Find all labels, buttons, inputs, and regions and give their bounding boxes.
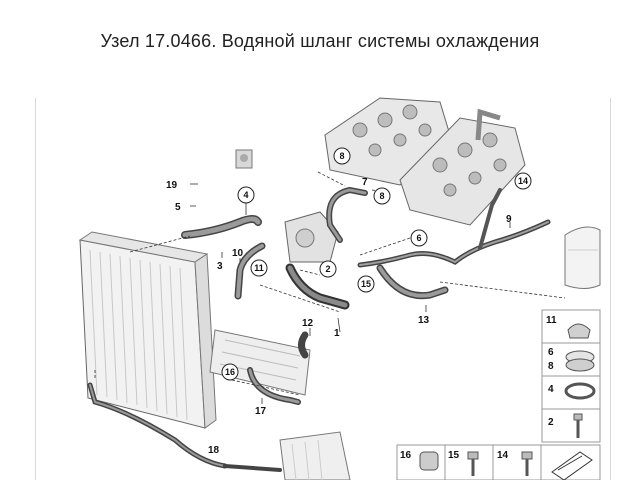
sensor-part xyxy=(235,149,253,169)
svg-text:2: 2 xyxy=(325,264,330,274)
svg-text:6: 6 xyxy=(416,233,421,243)
svg-text:4: 4 xyxy=(243,190,248,200)
circle-label-15: 15 xyxy=(357,275,375,293)
circle-label-2: 2 xyxy=(319,260,337,278)
radiator xyxy=(78,231,217,429)
plain-labels: 19 5 3 10 12 1 17 18 13 9 7 xyxy=(166,177,512,456)
label-3: 3 xyxy=(217,261,223,272)
label-7: 7 xyxy=(362,177,368,188)
legend-num-8: 8 xyxy=(548,361,554,372)
circle-label-8-mid: 8 xyxy=(373,187,391,205)
legend-num-14: 14 xyxy=(497,450,509,461)
leader-lines xyxy=(94,171,566,404)
svg-text:16: 16 xyxy=(225,367,235,377)
svg-text:8: 8 xyxy=(379,191,384,201)
hoses xyxy=(87,186,551,472)
label-1: 1 xyxy=(334,328,340,339)
label-17: 17 xyxy=(255,406,267,417)
svg-text:14: 14 xyxy=(518,176,528,186)
svg-text:8: 8 xyxy=(339,151,344,161)
page-title: Узел 17.0466. Водяной шланг системы охла… xyxy=(100,31,540,51)
circle-label-8-top: 8 xyxy=(333,147,351,165)
circle-label-11: 11 xyxy=(250,259,268,277)
legend-num-11: 11 xyxy=(546,315,557,326)
circle-label-16: 16 xyxy=(221,363,239,381)
legend-panel-bottom: 16 15 14 xyxy=(396,444,601,480)
svg-text:15: 15 xyxy=(361,279,371,289)
water-pump-housing xyxy=(284,211,339,263)
svg-text:11: 11 xyxy=(254,263,264,273)
circle-label-4: 4 xyxy=(237,186,255,204)
legend-num-2: 2 xyxy=(548,417,554,428)
label-9: 9 xyxy=(506,214,512,225)
legend-num-6: 6 xyxy=(548,347,554,358)
label-10: 10 xyxy=(232,248,244,259)
label-18: 18 xyxy=(208,445,220,456)
aux-radiator xyxy=(279,431,351,480)
circle-label-6: 6 xyxy=(410,229,428,247)
circled-labels: 8 8 4 11 2 6 15 16 14 xyxy=(221,147,532,381)
legend-num-4: 4 xyxy=(548,384,554,395)
circle-label-14: 14 xyxy=(514,172,532,190)
expansion-tank xyxy=(564,226,601,289)
legend-panel: 11 6 8 4 2 xyxy=(541,309,601,443)
legend-num-15: 15 xyxy=(448,450,460,461)
label-13: 13 xyxy=(418,315,430,326)
label-5: 5 xyxy=(175,202,181,213)
label-19: 19 xyxy=(166,180,178,191)
label-12: 12 xyxy=(302,318,314,329)
legend-num-16: 16 xyxy=(400,450,412,461)
